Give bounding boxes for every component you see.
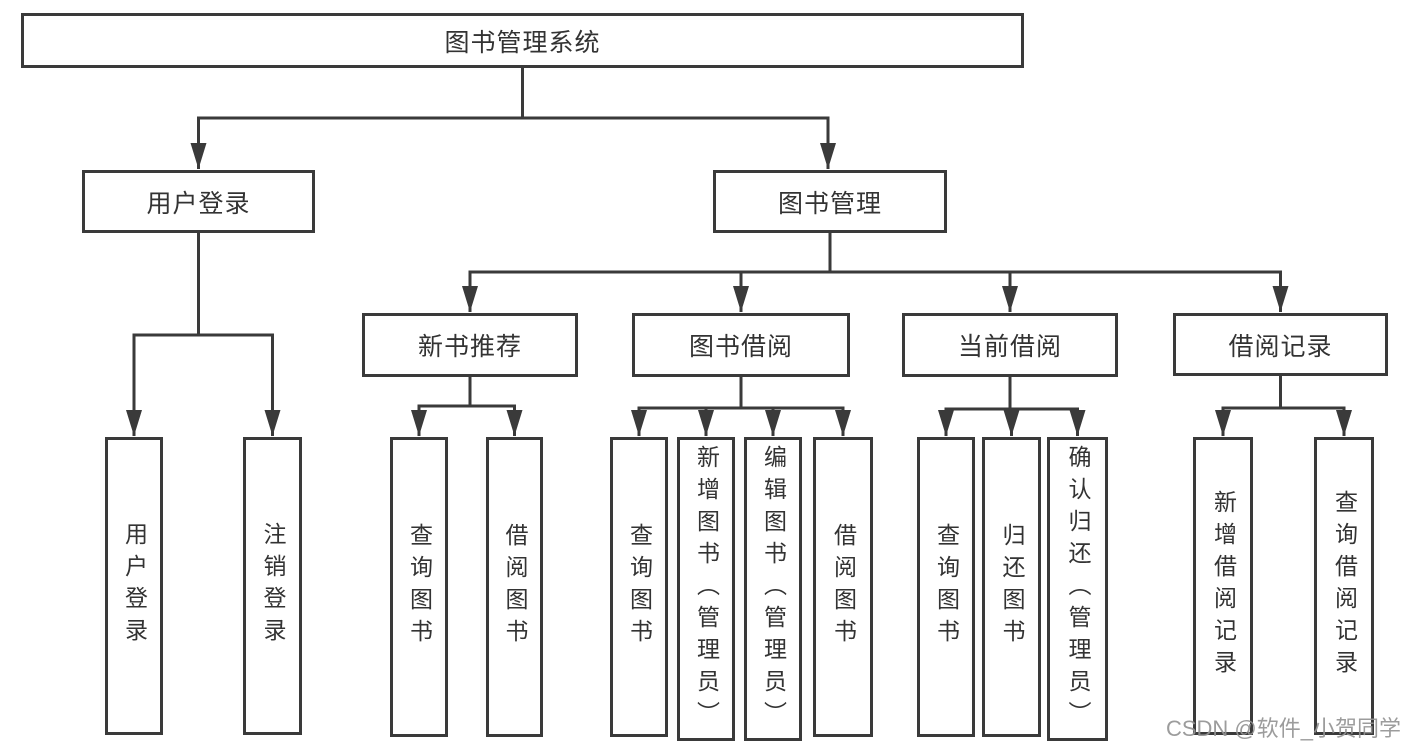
leaf-label: 查询图书 (406, 523, 433, 651)
leaf-label: 用户登录 (121, 522, 148, 650)
leaf-label: 编辑图书（管理员） (760, 445, 787, 733)
leaf-label: 注销登录 (260, 522, 286, 650)
node-book-borrowing: 图书借阅 (632, 313, 850, 377)
node-library-management-system: 图书管理系统 (21, 13, 1024, 68)
watermark: CSDN @软件_小贺同学 (1165, 716, 1401, 741)
node-label: 图书管理系统 (444, 28, 601, 57)
leaf-label: 新增图书（管理员） (693, 445, 720, 733)
node-new-book-recommendation: 新书推荐 (362, 313, 578, 377)
leaf-borrow-books-borrowing: 借阅图书 (813, 437, 873, 737)
node-borrowing-records: 借阅记录 (1173, 313, 1388, 376)
leaf-label: 查询图书 (933, 523, 960, 651)
node-label: 用户登录 (146, 189, 251, 218)
leaf-logout: 注销登录 (243, 437, 302, 735)
node-user-login: 用户登录 (82, 170, 315, 233)
leaf-query-borrow-record: 查询借阅记录 (1314, 437, 1374, 735)
leaf-return-books: 归还图书 (982, 437, 1041, 737)
node-label: 借阅记录 (1228, 332, 1333, 361)
node-book-management: 图书管理 (713, 170, 947, 233)
node-current-borrowing: 当前借阅 (902, 313, 1118, 377)
node-label: 图书借阅 (688, 333, 793, 361)
leaf-label: 确认归还（管理员） (1065, 445, 1091, 733)
leaf-query-books-recommend: 查询图书 (390, 437, 448, 737)
leaf-edit-book-admin: 编辑图书（管理员） (744, 437, 802, 741)
leaf-query-books-borrowing: 查询图书 (610, 437, 668, 737)
leaf-confirm-return-admin: 确认归还（管理员） (1047, 437, 1108, 741)
leaf-label: 借阅图书 (830, 523, 857, 651)
leaf-label: 查询图书 (626, 523, 653, 651)
node-label: 图书管理 (777, 189, 882, 218)
leaf-user-login: 用户登录 (105, 437, 163, 735)
leaf-label: 查询借阅记录 (1331, 490, 1358, 682)
node-label: 新书推荐 (417, 333, 522, 361)
leaf-add-borrow-record: 新增借阅记录 (1193, 437, 1253, 735)
leaf-borrow-books-recommend: 借阅图书 (486, 437, 543, 737)
leaf-add-book-admin: 新增图书（管理员） (677, 437, 735, 741)
leaf-label: 借阅图书 (502, 523, 528, 651)
leaf-query-books-current: 查询图书 (917, 437, 975, 737)
leaf-label: 新增借阅记录 (1210, 490, 1237, 682)
leaf-label: 归还图书 (999, 523, 1025, 651)
node-label: 当前借阅 (957, 333, 1062, 361)
